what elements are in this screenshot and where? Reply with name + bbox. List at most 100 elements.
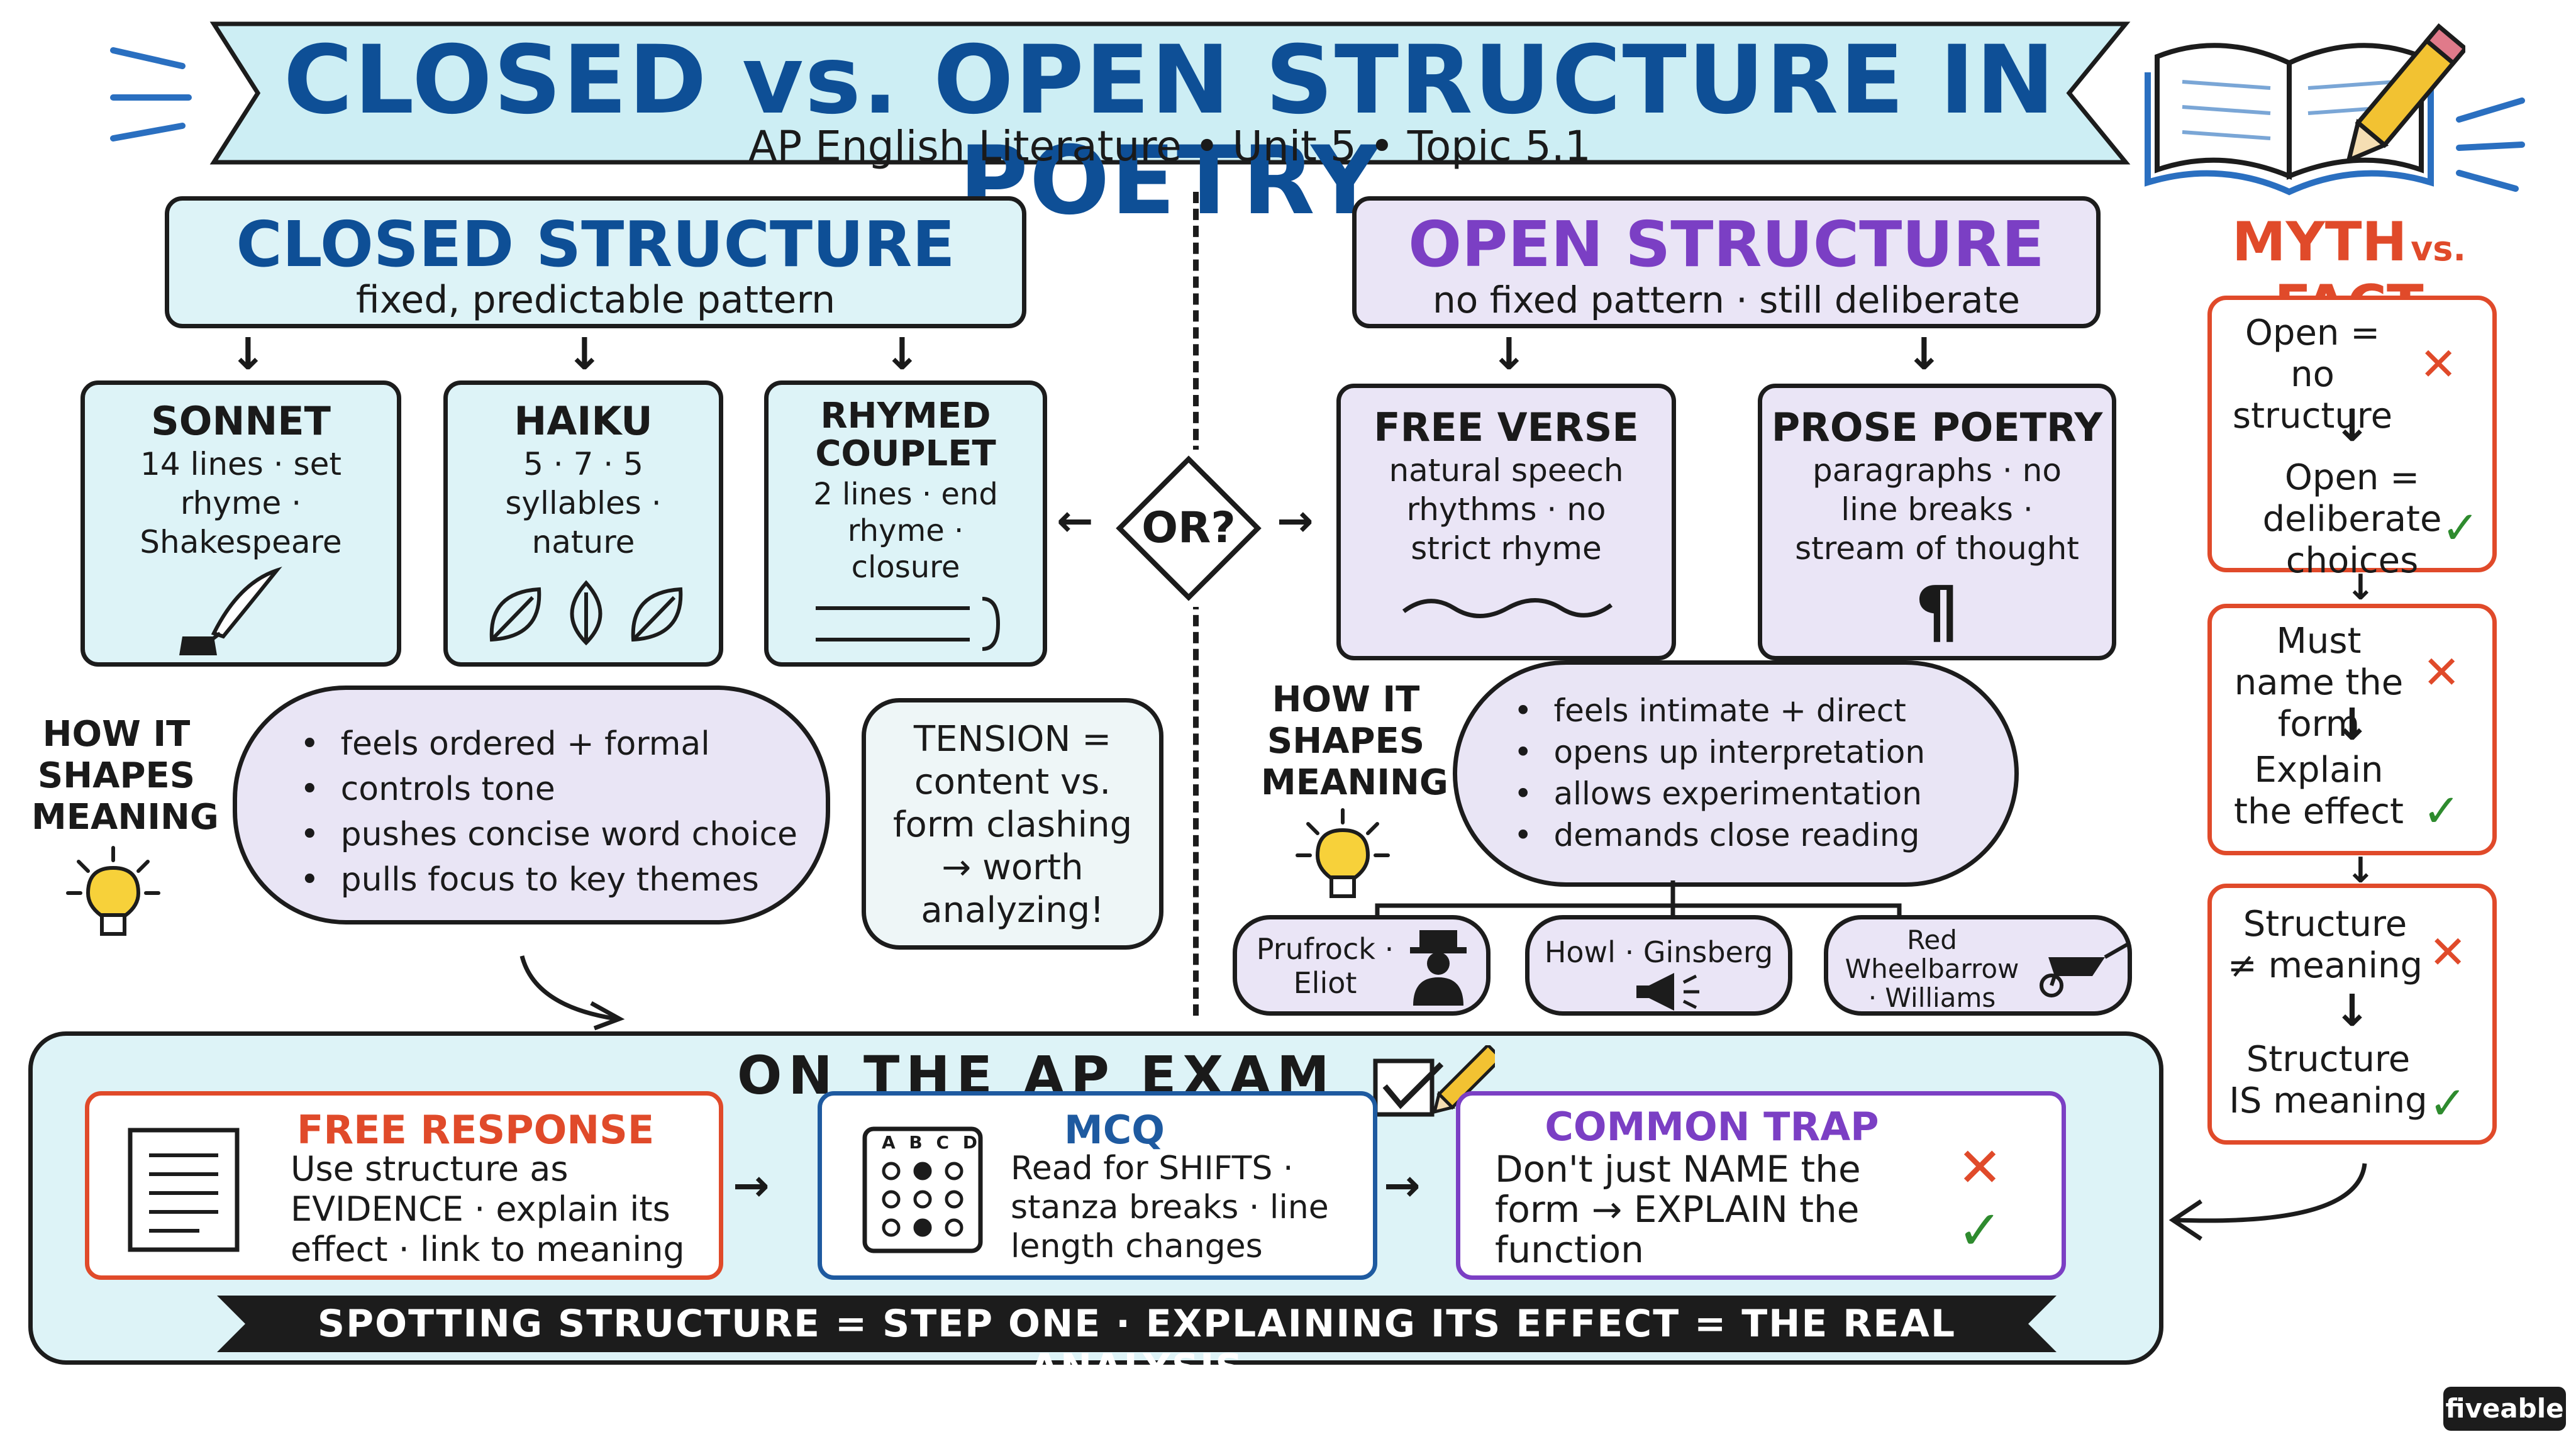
fact-statement: Structure IS meaning — [2229, 1039, 2428, 1121]
list-item: pushes concise word choice — [300, 812, 797, 857]
title-ribbon: CLOSED vs. OPEN STRUCTURE IN POETRY AP E… — [208, 11, 2132, 231]
mcq-card: A B C D MCQ Read for SHIFTS · stanza bre… — [818, 1091, 1377, 1280]
example-label: Prufrock · Eliot — [1256, 932, 1394, 1000]
check-mark-icon: ✓ — [2441, 501, 2480, 554]
arrow-right: → — [1384, 1160, 1421, 1211]
card-title: SONNET — [151, 398, 331, 444]
list-item: pulls focus to key themes — [300, 857, 797, 902]
check-mark-icon: ✓ — [1957, 1199, 2003, 1262]
arrow-down: ↓ — [1906, 328, 1943, 380]
common-trap-card: COMMON TRAP Don't just NAME the form → E… — [1456, 1091, 2066, 1280]
tension-text: TENSION = content vs. form clashing → wo… — [892, 719, 1133, 931]
arrow-down: ↓ — [566, 328, 603, 380]
fact-statement: Explain the effect — [2234, 750, 2404, 832]
free-response-card: FREE RESPONSE Use structure as EVIDENCE … — [85, 1091, 723, 1280]
closed-shapes-label: HOW IT SHAPES MEANING — [31, 714, 219, 838]
curved-arrow — [519, 955, 625, 1031]
example-howl: Howl · Ginsberg — [1525, 915, 1792, 1016]
card-body: 5 · 7 · 5 syllables · nature — [505, 446, 662, 560]
card-body: Don't just NAME the form → EXPLAIN the f… — [1495, 1148, 1861, 1271]
open-structure-subtitle: no fixed pattern · still deliberate — [1433, 279, 2020, 321]
card-title: MCQ — [1064, 1107, 1165, 1153]
closed-meaning-bubble: feels ordered + formal controls tone pus… — [233, 686, 830, 924]
check-mark-icon: ✓ — [2423, 784, 2461, 837]
arrow-down: ↓ — [2333, 400, 2371, 452]
list-item: demands close reading — [1514, 814, 1925, 856]
rhymed-couplet-card: RHYMED COUPLET 2 lines · end rhyme · clo… — [764, 380, 1047, 667]
example-label: Howl · Ginsberg — [1544, 935, 1774, 969]
sonnet-card: SONNET 14 lines · set rhyme · Shakespear… — [80, 380, 401, 667]
card-title: PROSE POETRY — [1771, 404, 2103, 450]
arrow-down: ↓ — [2333, 699, 2371, 750]
myth-card-2: Must name the form ✕ ↓ Explain the effec… — [2207, 604, 2497, 855]
answer-bubbles-icon — [862, 1126, 983, 1253]
vs-title: vs. — [2411, 229, 2466, 269]
closed-meaning-list: feels ordered + formal controls tone pus… — [300, 721, 797, 902]
or-diamond-cover: OR? — [1113, 453, 1264, 604]
decorative-dashes-right — [2456, 97, 2525, 192]
closed-structure-subtitle: fixed, predictable pattern — [355, 278, 836, 322]
arrow-down: ↓ — [2333, 985, 2371, 1036]
megaphone-icon — [1636, 973, 1699, 1011]
card-body: 2 lines · end rhyme · closure — [813, 477, 998, 585]
mcq-options-label: A B C D — [882, 1132, 982, 1153]
open-structure-title: OPEN STRUCTURE — [1408, 208, 2045, 281]
open-structure-header: OPEN STRUCTURE no fixed pattern · still … — [1352, 196, 2101, 328]
x-mark-icon: ✕ — [2423, 646, 2461, 699]
checkbox-pencil-icon — [1373, 1045, 1495, 1117]
arrow-down: ↓ — [884, 328, 921, 380]
or-label: OR? — [1141, 503, 1236, 553]
card-body: 14 lines · set rhyme · Shakespeare — [140, 446, 342, 560]
card-title: COMMON TRAP — [1545, 1104, 1879, 1150]
example-prufrock: Prufrock · Eliot — [1233, 915, 1491, 1016]
lightbulb-icon — [66, 846, 160, 936]
myth-card-3: Structure ≠ meaning ✕ ↓ Structure IS mea… — [2207, 884, 2497, 1145]
arrow-down: ↓ — [2346, 567, 2375, 608]
list-item: controls tone — [300, 767, 797, 812]
open-meaning-bubble: feels intimate + direct opens up interpr… — [1453, 660, 2019, 887]
example-red-wheelbarrow: Red Wheelbarrow · Williams — [1824, 915, 2132, 1016]
card-body: natural speech rhythms · no strict rhyme — [1389, 452, 1624, 567]
open-meaning-list: feels intimate + direct opens up interpr… — [1514, 690, 1926, 856]
card-body: Use structure as EVIDENCE · explain its … — [291, 1149, 685, 1269]
arrow-left: ← — [1057, 495, 1094, 547]
card-body: Read for SHIFTS · stanza breaks · line l… — [1011, 1150, 1329, 1265]
list-item: feels intimate + direct — [1514, 690, 1925, 731]
list-item: feels ordered + formal — [300, 721, 797, 767]
leaves-icon — [489, 580, 683, 646]
arrow-down: ↓ — [230, 328, 267, 380]
open-shapes-label: HOW IT SHAPES MEANING — [1261, 679, 1448, 803]
man-in-hat-icon — [1410, 930, 1467, 1006]
card-title: FREE RESPONSE — [297, 1107, 655, 1153]
myth-title: MYTH — [2232, 211, 2407, 274]
summary-banner: SPOTTING STRUCTURE = STEP ONE · EXPLAINI… — [217, 1292, 2057, 1390]
open-book-pencil-icon — [2145, 23, 2465, 196]
summary-banner-text: SPOTTING STRUCTURE = STEP ONE · EXPLAINI… — [317, 1302, 1957, 1390]
document-icon — [128, 1128, 240, 1252]
card-title: FREE VERSE — [1374, 404, 1639, 450]
curved-arrow — [2168, 1163, 2367, 1241]
pilcrow-icon: ¶ — [1915, 571, 1959, 652]
closed-structure-header: CLOSED STRUCTURE fixed, predictable patt… — [165, 196, 1026, 328]
example-label: Red Wheelbarrow · Williams — [1845, 924, 2019, 1013]
lightbulb-icon — [1296, 808, 1390, 898]
myth-statement: Open = no structure — [2232, 313, 2393, 436]
x-mark-icon: ✕ — [1957, 1136, 2003, 1199]
check-mark-icon: ✓ — [2429, 1077, 2467, 1130]
card-body: paragraphs · no line breaks · stream of … — [1795, 452, 2079, 567]
wheelbarrow-icon — [2040, 943, 2128, 997]
card-title: RHYMED COUPLET — [815, 396, 996, 474]
list-item: allows experimentation — [1514, 773, 1925, 814]
prose-poetry-card: PROSE POETRY paragraphs · no line breaks… — [1758, 384, 2116, 660]
arrow-right: → — [733, 1160, 770, 1211]
decorative-dashes-left — [110, 47, 192, 142]
arrow-down: ↓ — [1491, 328, 1528, 380]
page-title: CLOSED vs. OPEN STRUCTURE IN POETRY — [283, 26, 2057, 236]
closed-structure-title: CLOSED STRUCTURE — [236, 208, 955, 281]
page-subtitle: AP English Literature • Unit 5 • Topic 5… — [748, 122, 1591, 170]
wave-line-icon — [1402, 598, 1613, 618]
myth-statement: Structure ≠ meaning — [2227, 904, 2423, 986]
couplet-lines-icon — [816, 597, 1001, 651]
myth-card-1: Open = no structure ✕ ↓ Open = deliberat… — [2207, 296, 2497, 581]
fact-statement: Open = deliberate choices — [2262, 457, 2442, 581]
